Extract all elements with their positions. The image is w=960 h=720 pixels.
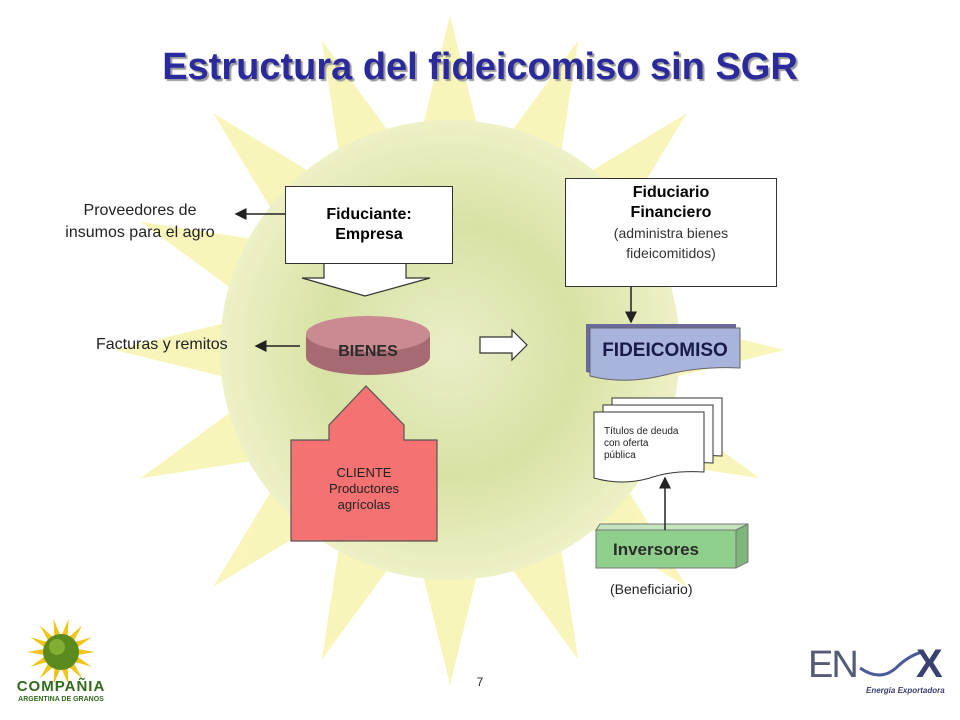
inversores-label: Inversores <box>613 540 699 559</box>
fiduciario-box: Fiduciario Financiero (administra bienes… <box>565 178 777 287</box>
bienes-disc <box>306 316 430 352</box>
sun-ray <box>27 648 46 656</box>
sun-ray <box>30 655 49 667</box>
fideicomiso-banner <box>589 327 741 381</box>
page-number: 7 <box>476 675 484 689</box>
compania-logo: COMPAÑIA ARGENTINA DE GRANOS <box>10 612 130 712</box>
swoosh-icon <box>859 650 923 677</box>
beneficiario-label: (Beneficiario) <box>610 581 693 597</box>
inversores-box <box>595 529 737 569</box>
sun-ray <box>76 648 95 656</box>
bienes-label: BIENES <box>338 343 398 360</box>
sun-ray <box>416 547 484 685</box>
sun-ray <box>115 316 253 384</box>
sun-ray <box>53 666 61 682</box>
page-title: Estructura del fideicomiso sin SGR <box>162 46 798 88</box>
bienes-to-fideicomiso-arrow <box>479 328 528 362</box>
cliente-label: CLIENTE Productores agrícolas <box>328 465 400 512</box>
sun-ray <box>73 637 92 649</box>
fideicomiso-label: FIDEICOMISO <box>602 340 728 361</box>
fiduciante-box: Fiduciante: Empresa <box>285 186 453 264</box>
sun-ray <box>416 15 484 153</box>
fiduciante-down-arrow <box>301 263 431 297</box>
cliente-up-arrow <box>290 385 438 542</box>
sun-ray <box>53 618 61 638</box>
sun-ray <box>30 637 49 649</box>
titulos-document <box>593 411 705 483</box>
sun-ray <box>73 655 92 667</box>
suppliers-label: Proveedores de insumos para el agro <box>65 202 215 241</box>
sun-ray <box>61 666 69 682</box>
sun-ray <box>61 618 69 638</box>
enx-logo: EN X Energía Exportadora <box>808 642 945 695</box>
titulos-label: Títulos de deuda con oferta pública <box>604 426 679 461</box>
invoices-label: Facturas y remitos <box>96 336 228 353</box>
sun-logo-icon <box>27 618 95 682</box>
